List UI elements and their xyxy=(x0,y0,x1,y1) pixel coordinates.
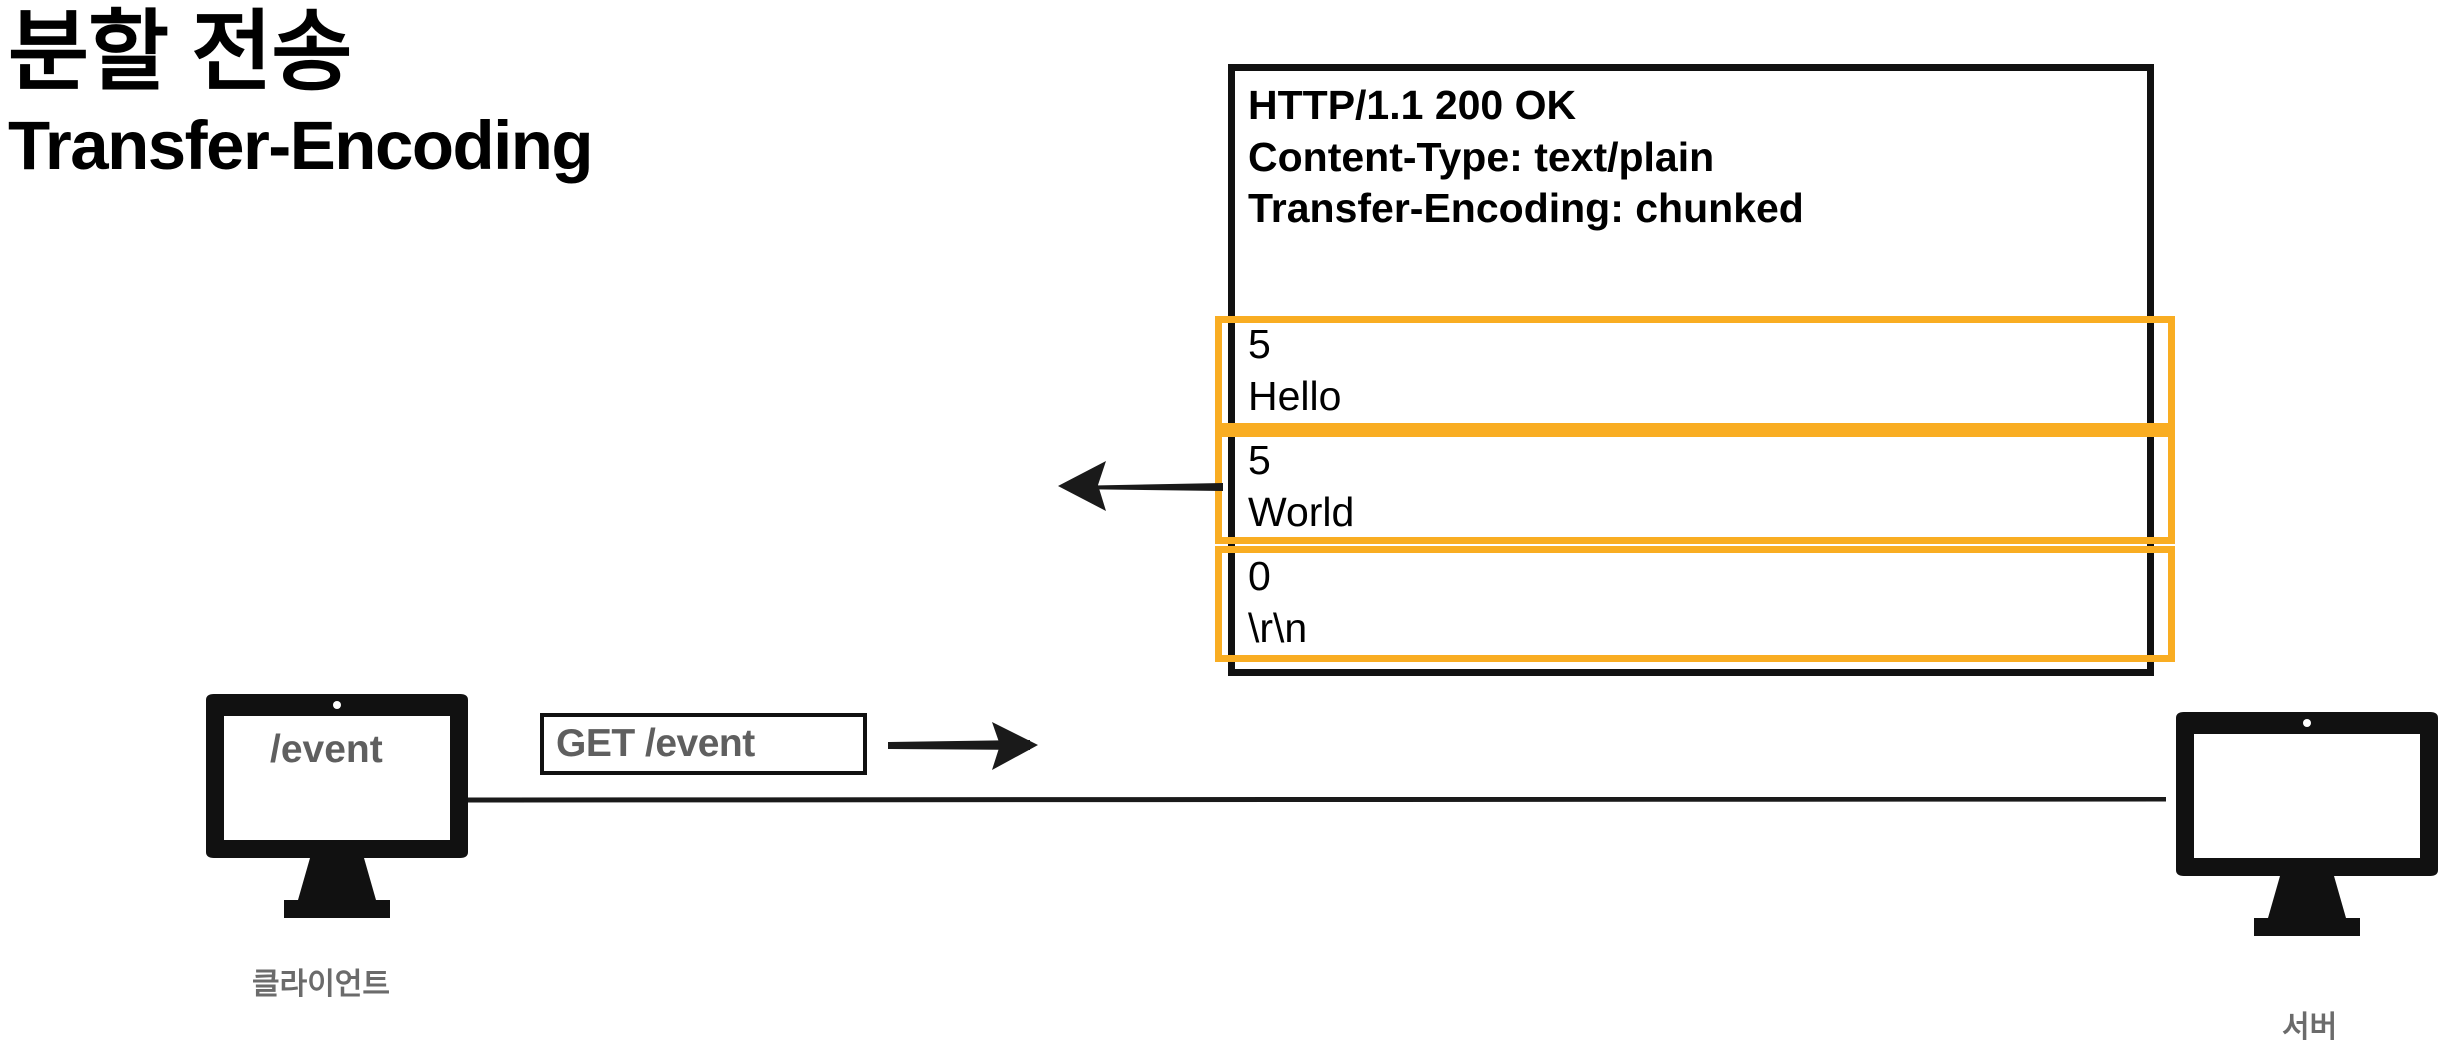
server-device-label: 서버 xyxy=(2282,1011,2338,1044)
chunk-highlight-box xyxy=(1215,546,2175,662)
arrow-right-icon xyxy=(888,722,1038,770)
request-label-text: GET /event xyxy=(556,722,755,765)
chunk-body: World xyxy=(1248,489,1355,536)
chunk-size: 5 xyxy=(1248,321,1271,367)
http-response-headers: HTTP/1.1 200 OK Content-Type: text/plain… xyxy=(1248,80,2148,235)
client-screen-text: /event xyxy=(270,728,383,771)
http-response-frame xyxy=(1228,64,2154,676)
chunk-size: 5 xyxy=(1248,437,1271,483)
client-device-label: 클라이언트 xyxy=(252,968,390,1001)
chunk-content: 0 \r\n xyxy=(1248,550,2048,655)
chunk-content: 5 World xyxy=(1248,434,2048,539)
page-subtitle: Transfer-Encoding xyxy=(8,107,594,185)
response-header-transfer-encoding: Transfer-Encoding: chunked xyxy=(1248,185,1804,232)
chunk-content: 5 Hello xyxy=(1248,318,2048,423)
title-block: 분할 전송 Transfer-Encoding xyxy=(8,2,908,185)
chunk-body: \r\n xyxy=(1248,605,1308,652)
page-title: 분할 전송 xyxy=(8,2,352,101)
connection-line-icon xyxy=(466,797,2166,803)
response-header-content-type: Content-Type: text/plain xyxy=(1248,133,1715,180)
server-monitor-icon xyxy=(2176,712,2438,936)
response-status-line: HTTP/1.1 200 OK xyxy=(1248,82,1577,128)
request-label-box: GET /event xyxy=(540,713,867,775)
arrow-left-icon xyxy=(1058,461,1223,511)
chunk-body: Hello xyxy=(1248,373,1342,420)
chunk-size: 0 xyxy=(1248,553,1271,599)
client-monitor-icon xyxy=(206,694,468,918)
chunk-highlight-box xyxy=(1215,316,2175,430)
